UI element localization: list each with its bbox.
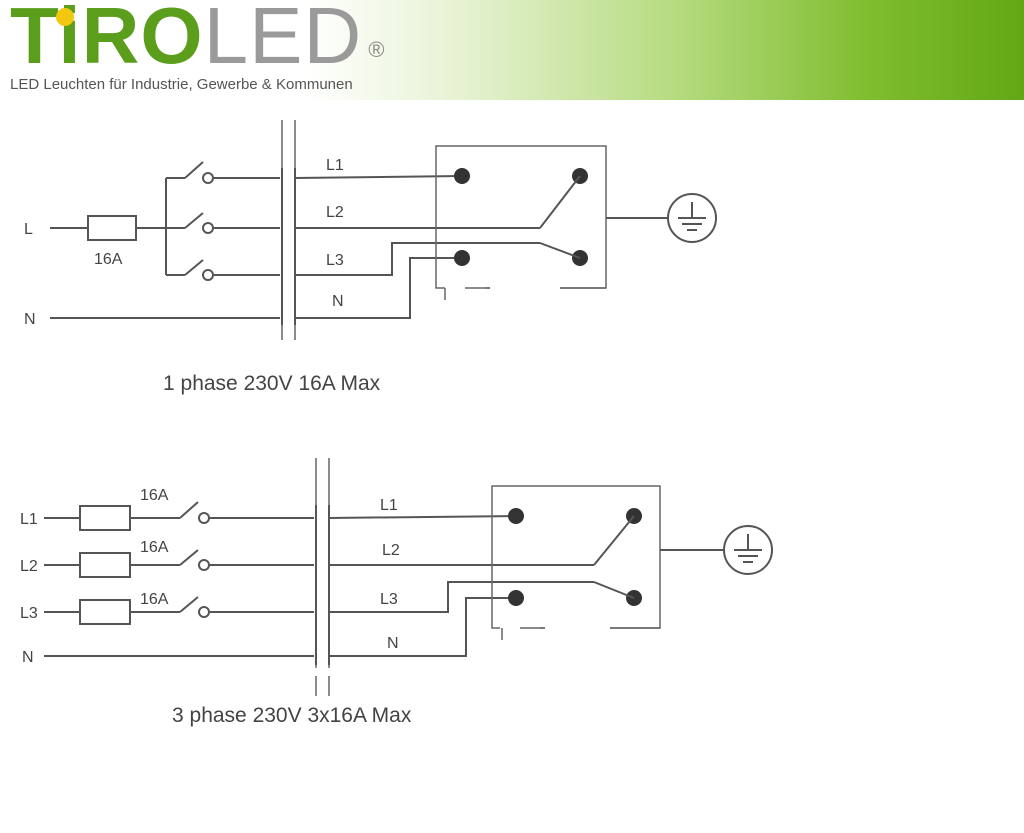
fuse-label: 16A <box>140 487 169 504</box>
logo-dot-icon <box>56 8 74 26</box>
line-label-n: N <box>387 635 399 652</box>
header-banner: TiROLED® LED Leuchten für Industrie, Gew… <box>0 0 1024 100</box>
switch-contact-icon <box>179 501 199 519</box>
fuse-icon <box>79 505 131 531</box>
input-label-n: N <box>22 649 34 666</box>
input-label-l1: L1 <box>20 511 38 528</box>
fuse-icon <box>79 552 131 578</box>
caption-three-phase: 3 phase 230V 3x16A Max <box>172 704 412 727</box>
line-label-l1: L1 <box>380 497 398 514</box>
switch-contact-icon <box>184 259 204 276</box>
terminal-icon <box>508 508 524 524</box>
ground-symbol-icon <box>723 525 773 575</box>
fuse-icon <box>87 215 137 241</box>
line-label-l2: L2 <box>326 204 344 221</box>
line-label-l1: L1 <box>326 157 344 174</box>
tagline: LED Leuchten für Industrie, Gewerbe & Ko… <box>10 76 353 93</box>
terminal-icon <box>454 168 470 184</box>
switch-contact-icon <box>179 596 199 613</box>
input-label-l2: L2 <box>20 558 38 575</box>
fuse-label: 16A <box>140 539 169 556</box>
caption-single-phase: 1 phase 230V 16A Max <box>163 372 381 395</box>
line-label-l3: L3 <box>326 252 344 269</box>
fuse-icon <box>79 599 131 625</box>
line-label-l3: L3 <box>380 591 398 608</box>
junction-box <box>491 485 661 629</box>
terminal-icon <box>454 250 470 266</box>
diagram-three-phase: L1 L2 L3 N 16A 16A 16A <box>20 458 773 727</box>
logo-text-led: LED <box>203 0 363 80</box>
ground-symbol-icon <box>667 193 717 243</box>
switch-contact-icon <box>184 161 204 179</box>
line-label-l2: L2 <box>382 542 400 559</box>
registered-mark: ® <box>368 37 386 62</box>
input-label-l: L <box>24 221 33 238</box>
junction-box <box>435 145 607 289</box>
diagram-single-phase: L N 16A L1 L2 L3 N <box>24 120 717 395</box>
wiring-diagrams: L N 16A L1 L2 L3 N <box>20 120 773 727</box>
switch-contact-icon <box>179 549 199 566</box>
terminal-icon <box>508 590 524 606</box>
fuse-label: 16A <box>140 591 169 608</box>
line-label-n: N <box>332 293 344 310</box>
input-label-n: N <box>24 311 36 328</box>
logo-text-ro: RO <box>81 0 204 80</box>
input-label-l3: L3 <box>20 605 38 622</box>
fuse-label: 16A <box>94 251 123 268</box>
switch-contact-icon <box>184 212 204 229</box>
